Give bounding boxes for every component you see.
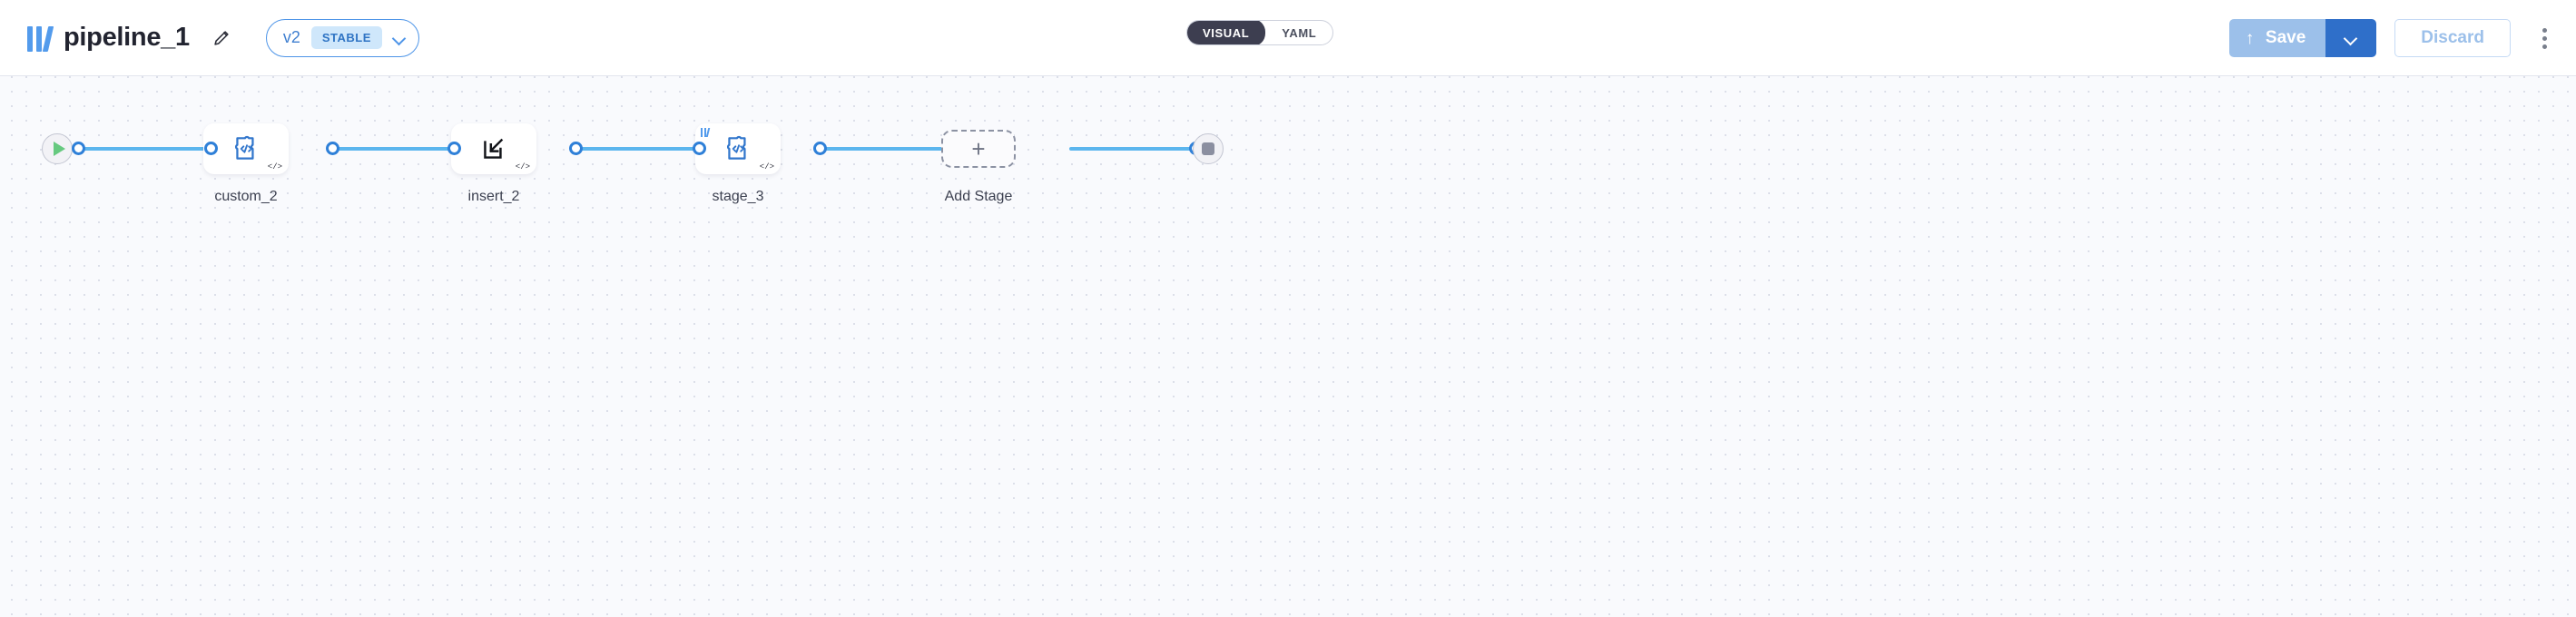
code-badge: </>	[515, 162, 530, 171]
code-badge: </>	[759, 162, 774, 171]
add-stage-node[interactable]: +	[941, 130, 1016, 168]
code-badge: </>	[267, 162, 282, 171]
pipeline-edges	[76, 147, 1202, 151]
save-button[interactable]: ↑ Save	[2228, 19, 2326, 57]
puzzle-code-icon	[695, 123, 781, 174]
app-header: pipeline_1 v2 STABLE VISUAL YAML ↑ Save	[0, 0, 2576, 76]
page-title: pipeline_1	[64, 23, 190, 52]
port-custom_2-in[interactable]	[204, 142, 218, 155]
kebab-menu-icon[interactable]	[2529, 20, 2560, 56]
pipeline-canvas[interactable]: </> custom_2 </> insert_2 </> stage	[0, 76, 2576, 617]
port-start-out[interactable]	[72, 142, 85, 155]
stage-label-insert_2: insert_2	[467, 189, 520, 204]
version-status-badge: STABLE	[310, 26, 382, 49]
header-left-group: pipeline_1 v2 STABLE	[0, 18, 419, 57]
add-stage-label: Add Stage	[944, 189, 1013, 204]
chevron-down-icon	[2345, 32, 2357, 44]
stage-label-custom_2: custom_2	[214, 189, 278, 204]
play-start-icon	[53, 142, 65, 156]
plus-icon: +	[971, 135, 986, 162]
tab-visual[interactable]: VISUAL	[1187, 21, 1266, 44]
stack-bars-logo-icon	[701, 127, 711, 137]
pencil-edit-icon[interactable]	[206, 23, 237, 54]
chevron-down-icon	[393, 32, 406, 44]
port-stage_3-in[interactable]	[693, 142, 706, 155]
stage-node-stage_3[interactable]: </>	[695, 123, 781, 174]
stage-label-stage_3: stage_3	[712, 189, 764, 204]
header-actions: ↑ Save Discard	[2228, 0, 2560, 76]
view-mode-toggle[interactable]: VISUAL YAML	[1186, 20, 1334, 45]
save-dropdown-button[interactable]	[2325, 19, 2377, 57]
version-selector[interactable]: v2 STABLE	[265, 18, 419, 57]
save-button-label: Save	[2265, 28, 2306, 47]
port-custom_2-out[interactable]	[326, 142, 339, 155]
version-label: v2	[282, 28, 300, 46]
stack-bars-logo-icon	[27, 24, 54, 52]
stage-node-insert_2[interactable]: </>	[451, 123, 536, 174]
port-insert_2-out[interactable]	[569, 142, 583, 155]
upload-arrow-icon: ↑	[2245, 28, 2255, 48]
port-stage_3-out[interactable]	[813, 142, 827, 155]
discard-button[interactable]: Discard	[2394, 19, 2511, 57]
insert-into-box-icon	[451, 123, 536, 174]
pipeline-start-node[interactable]	[42, 133, 73, 164]
puzzle-code-icon	[203, 123, 289, 174]
port-insert_2-in[interactable]	[447, 142, 461, 155]
save-button-group: ↑ Save	[2228, 19, 2377, 57]
pipeline-end-node[interactable]	[1193, 133, 1224, 164]
stop-square-icon	[1202, 142, 1214, 155]
tab-yaml[interactable]: YAML	[1282, 25, 1317, 40]
